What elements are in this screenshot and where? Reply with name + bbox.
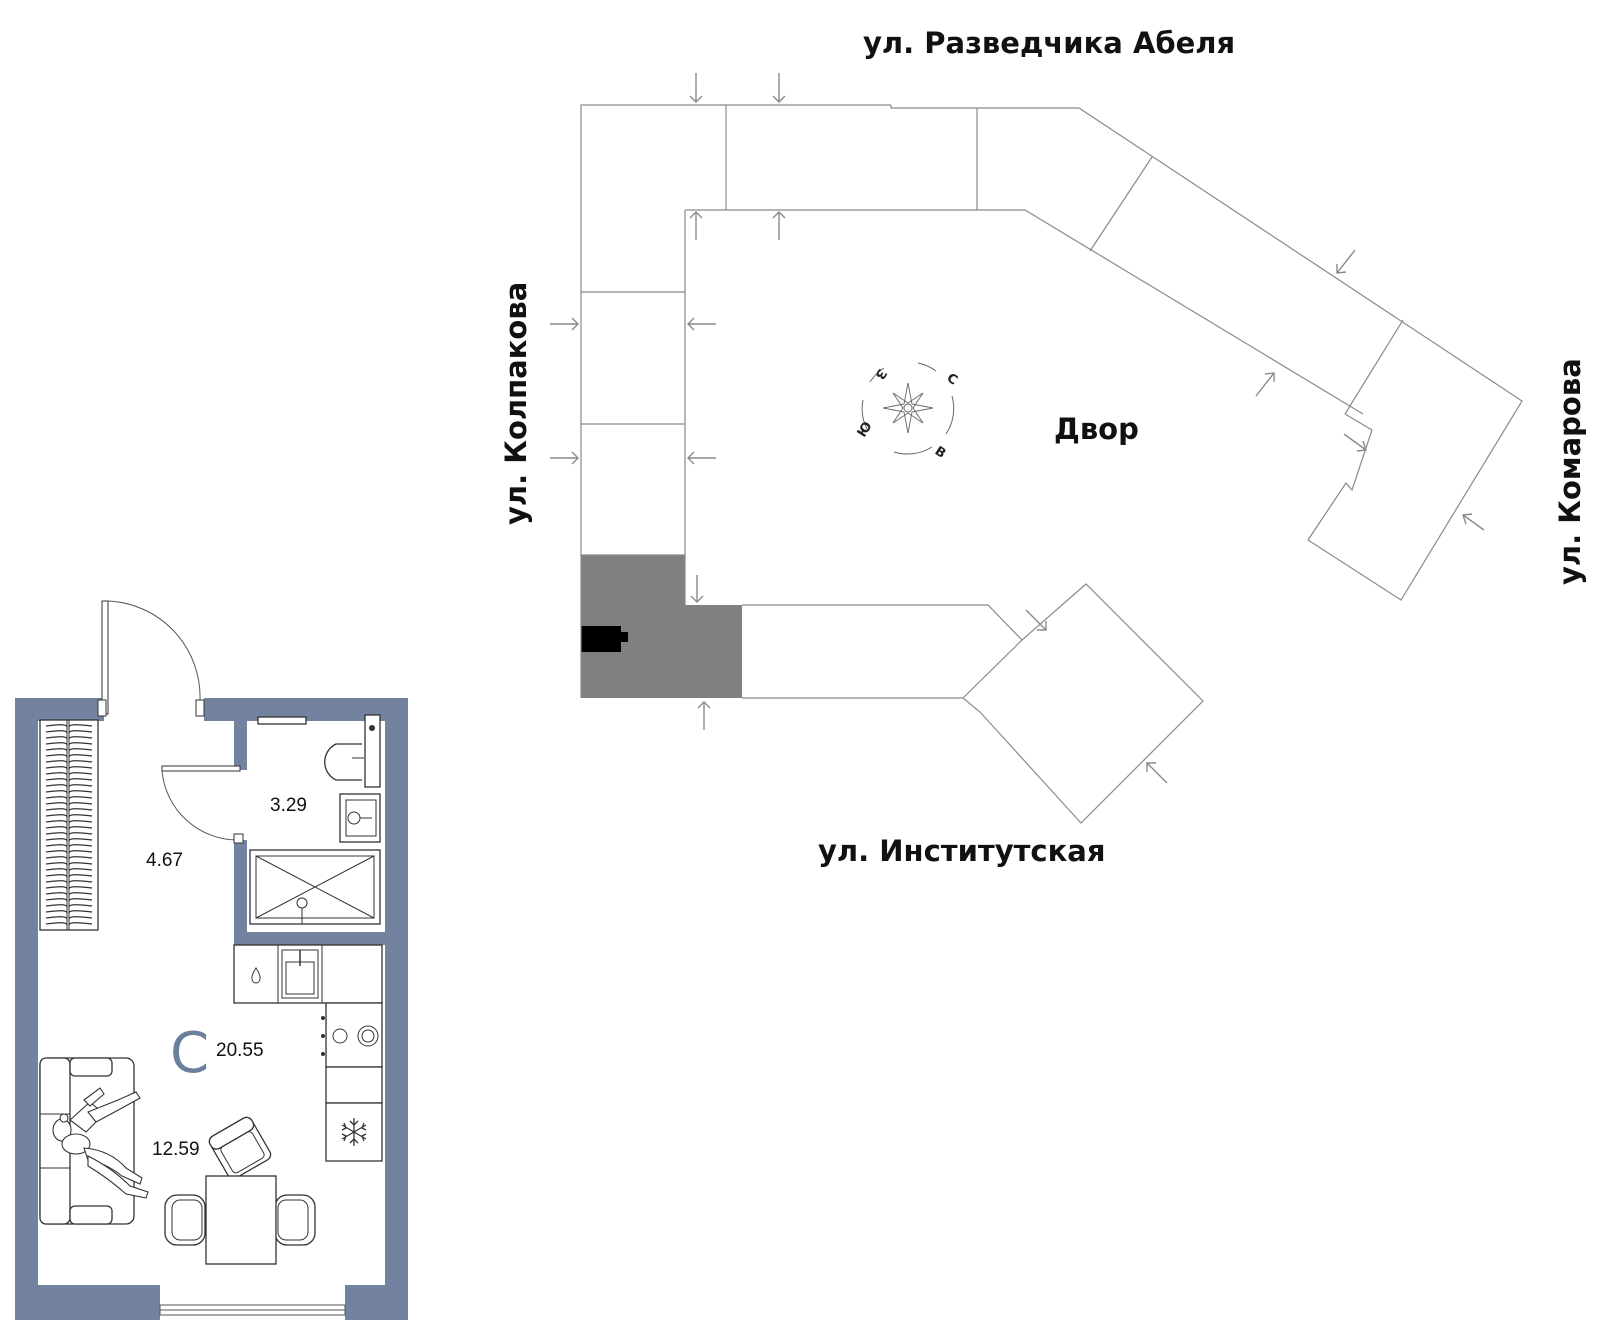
- toilet: [257, 714, 381, 788]
- compass-east: В: [932, 444, 948, 462]
- wardrobe-hangers: [45, 724, 93, 926]
- apartment-plan: С 20.55 4.67 3.29 12.59: [15, 600, 408, 1321]
- building-bottom-wing: [742, 604, 1023, 641]
- compass-rose: С В Ю З: [855, 362, 960, 462]
- building-top-wing: [685, 209, 1364, 415]
- bathroom-sink: [339, 793, 381, 843]
- street-left-label: ул. Колпакова: [499, 282, 533, 525]
- person-figure: [52, 1087, 149, 1199]
- compass-west: З: [872, 366, 890, 382]
- kitchen-unit: [233, 944, 383, 1162]
- site-plan: С В Ю З ул. Разведчика Абеля ул. Колпако…: [499, 26, 1587, 868]
- entrance-door[interactable]: [97, 600, 205, 717]
- entrance-arrows: [550, 73, 1485, 784]
- wardrobe: [39, 719, 99, 931]
- area-bathroom: 3.29: [270, 795, 307, 816]
- shower-tray: [249, 849, 381, 925]
- armchair: [208, 1116, 272, 1180]
- area-living: 12.59: [152, 1139, 200, 1160]
- apartment-marker: [581, 626, 621, 652]
- bathroom-door[interactable]: [161, 765, 244, 844]
- type-letter: С: [170, 1021, 209, 1086]
- street-bottom-label: ул. Институтская: [818, 834, 1105, 868]
- building-left-wing: [580, 104, 891, 698]
- compass-north: С: [944, 371, 960, 389]
- water-drop-icon: [251, 967, 261, 984]
- highlighted-section[interactable]: [581, 555, 742, 698]
- compass-south: Ю: [855, 419, 876, 440]
- total-area: 20.55: [216, 1040, 264, 1061]
- yard-label: Двор: [1054, 412, 1139, 446]
- stove: [325, 1002, 383, 1068]
- snowflake-icon: [341, 1118, 367, 1146]
- dining-table: [164, 1175, 316, 1265]
- street-top-label: ул. Разведчика Абеля: [863, 26, 1235, 60]
- street-right-label: ул. Комарова: [1553, 358, 1587, 585]
- area-hallway: 4.67: [146, 850, 183, 871]
